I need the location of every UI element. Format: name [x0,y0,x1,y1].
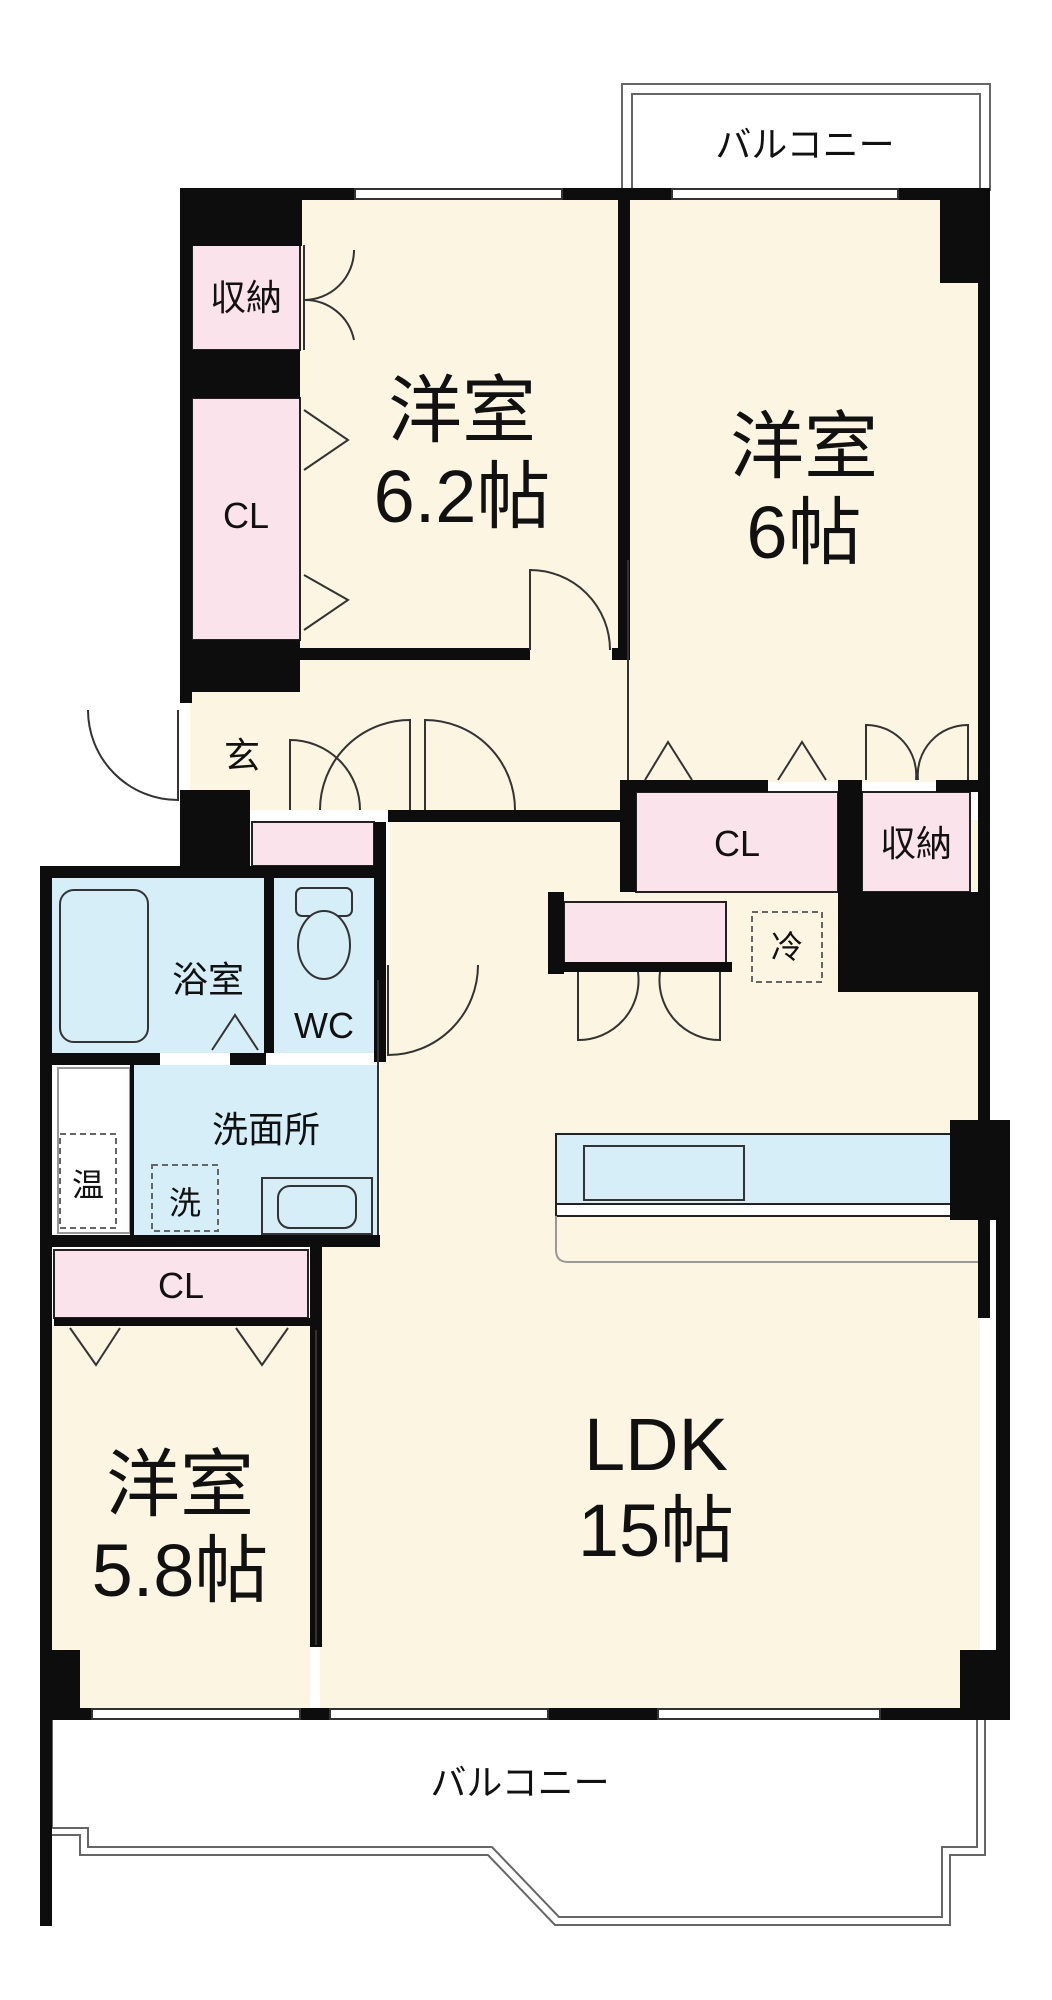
labels: バルコニー バルコニー 洋室 6.2帖 洋室 6帖 LDK 15帖 洋室 5.8… [72,124,952,1803]
wash-basin [261,1177,373,1235]
closet-a-label: CL [223,495,269,536]
ldk-size: 15帖 [578,1489,734,1572]
washer-space [151,1164,219,1232]
fridge-label: 冷 [771,929,803,965]
ldk-name: LDK [584,1403,728,1486]
wc-label: WC [294,1005,354,1046]
bedroom-b-size: 6帖 [746,491,861,574]
walls [40,188,1010,1926]
closets [53,244,971,1319]
bedroom-a-name: 洋室 [388,369,536,452]
balcony-top-label: バルコニー [715,124,894,165]
kitchen-counter [555,1133,990,1263]
closet-b-label: CL [714,823,760,864]
entrance-label: 玄 [224,735,260,776]
bedroom-c-name: 洋室 [106,1443,254,1526]
water-heater-space [59,1133,117,1229]
storage-b-label: 収納 [880,823,952,864]
toilet [295,887,353,980]
bedroom-a-size: 6.2帖 [374,455,551,538]
fridge-space [751,911,823,983]
bathtub [59,889,149,1043]
washer-label: 洗 [169,1185,201,1221]
door-swings [69,245,969,1645]
balcony-bottom-label: バルコニー [430,1762,609,1803]
windows [91,188,899,1720]
balcony-bottom [43,1720,986,1926]
closet-c-label: CL [158,1265,204,1306]
bedroom-c-size: 5.8帖 [92,1529,269,1612]
bath-label: 浴室 [172,959,244,1000]
washroom-label: 洗面所 [212,1109,320,1150]
bedroom-b-name: 洋室 [730,405,878,488]
water-heater-label: 温 [72,1167,104,1203]
storage-a-label: 収納 [210,277,282,318]
